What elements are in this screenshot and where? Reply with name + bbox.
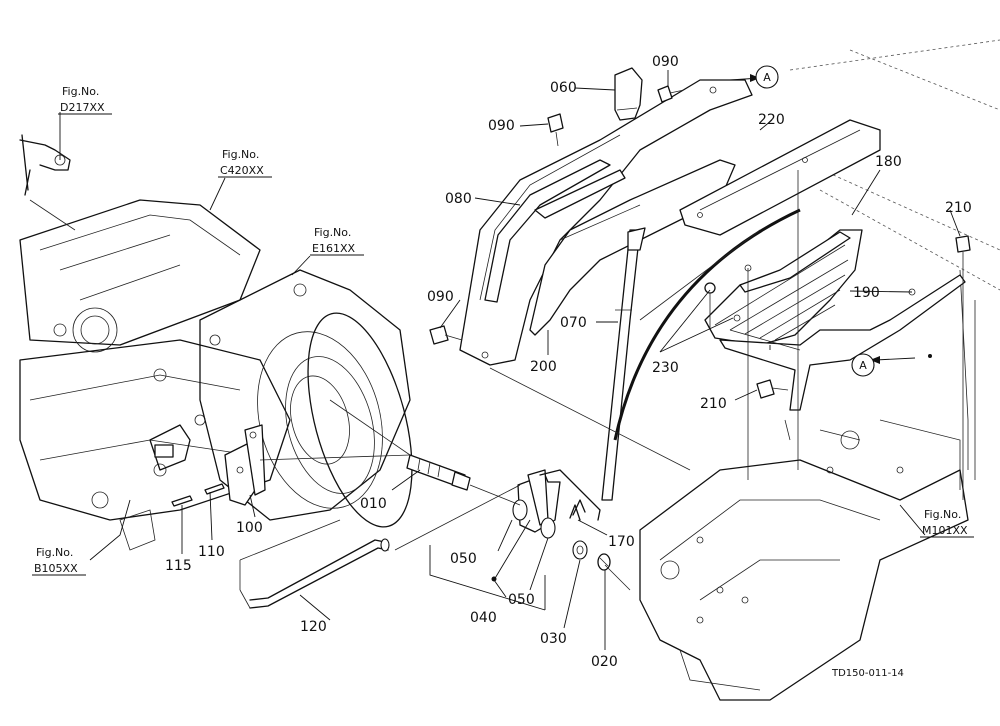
ref-marker-a-top: A [755,65,779,89]
fig-ref-prefix: Fig.No. [36,546,73,559]
fig-ref-code: E161XX [312,242,355,255]
bolt-230 [704,282,716,330]
part-number-210a: 210 [945,200,972,216]
part-labels: 010 020 030 040 050 050 060 070 080 090 090 090 100 1… [165,54,972,670]
quadrant-arc [613,208,801,441]
part-number-020: 020 [591,654,618,670]
fig-ref-code: C420XX [220,164,264,177]
fig-ref-c420: Fig.No. C420XX [218,148,272,178]
part-number-050b: 050 [508,592,535,608]
part-number-090a: 090 [652,54,679,70]
leader-lines [59,70,961,650]
lever-070 [601,227,646,501]
fig-ref-prefix: Fig.No. [314,226,351,239]
shaft-010 [406,454,471,491]
part-number-110: 110 [198,544,225,560]
pin-110 [204,483,225,495]
fig-ref-m101: Fig.No. M101XX [920,508,974,538]
part-number-090c: 090 [427,289,454,305]
bolt-210-top [955,235,971,268]
ref-marker-a-label: A [859,359,867,372]
pin-115 [171,495,193,507]
panel-180 [704,229,863,346]
fig-ref-prefix: Fig.No. [924,508,961,521]
fig-ref-code: B105XX [34,562,78,575]
transmission-case [19,134,413,551]
part-number-210b: 210 [700,396,727,412]
part-number-190: 190 [853,285,880,301]
part-number-120: 120 [300,619,327,635]
quadrant-plate-080 [459,79,753,366]
part-number-170: 170 [608,534,635,550]
drawing-code: TD150-011-14 [831,668,904,679]
part-number-070: 070 [560,315,587,331]
part-number-090b: 090 [488,118,515,134]
fig-ref-e161: Fig.No. E161XX [310,226,364,256]
part-number-080: 080 [445,191,472,207]
bolt-090-top [657,85,685,103]
alignment-lines [239,170,964,591]
rod-120 [239,538,390,609]
fig-ref-d217: Fig.No. D217XX [58,85,112,115]
shift-assy-040 [491,469,611,582]
fig-ref-code: D217XX [60,101,105,114]
fig-ref-prefix: Fig.No. [62,85,99,98]
part-number-115: 115 [165,558,192,574]
ref-marker-a-bottom: A [851,353,932,377]
bolt-210-bottom [756,379,789,399]
bolt-090-mid [547,113,564,147]
part-number-100: 100 [236,520,263,536]
part-number-060: 060 [550,80,577,96]
pin-170 [569,504,581,521]
fig-ref-b105: Fig.No. B105XX [32,546,86,576]
part-number-050a: 050 [450,551,477,567]
part-number-180: 180 [875,154,902,170]
part-number-010: 010 [360,496,387,512]
part-number-230: 230 [652,360,679,376]
bolt-090-left [429,325,463,345]
fig-ref-code: M101XX [922,524,968,537]
part-number-030: 030 [540,631,567,647]
plate-220 [679,119,881,236]
bracket-100 [224,424,266,506]
part-number-220: 220 [758,112,785,128]
knob-060 [614,67,643,121]
part-number-040: 040 [470,610,497,626]
ref-marker-a-label: A [763,71,771,84]
fig-ref-prefix: Fig.No. [222,148,259,161]
figure-references: Fig.No.D217XXFig.No.C420XXFig.No.E161XXF… [32,85,974,576]
floor-plate [639,459,969,701]
part-number-200: 200 [530,359,557,375]
